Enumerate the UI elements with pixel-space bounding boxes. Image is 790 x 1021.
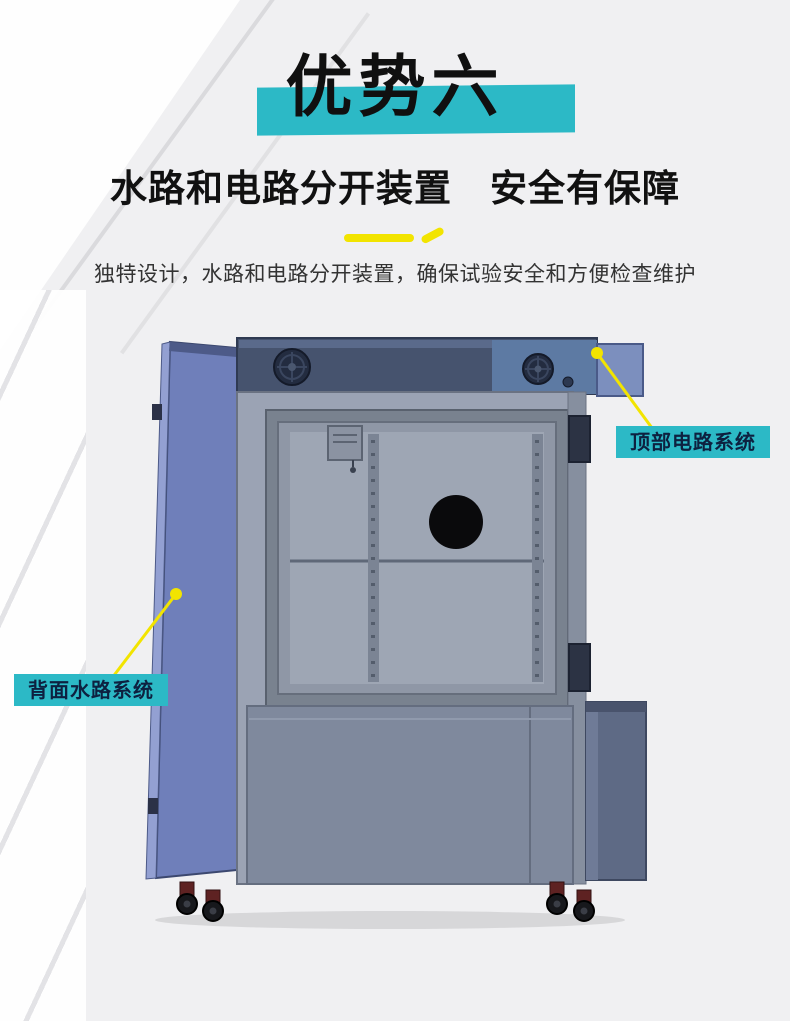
caster-wheel [573, 889, 595, 922]
page-description: 独特设计，水路和电路分开装置，确保试验安全和方便检查维护 [94, 262, 696, 286]
divider-tick-icon [420, 226, 446, 245]
title-block: 优势六 [0, 40, 790, 150]
accent-divider [0, 226, 790, 248]
back-water-panel [145, 340, 238, 880]
divider-bar-icon [344, 234, 414, 242]
test-chamber [265, 409, 569, 707]
callout-label-back-water: 背面水路系统 [14, 674, 168, 706]
fan-icon [522, 353, 574, 388]
bottom-panel [246, 705, 574, 885]
fan-icon [273, 348, 311, 386]
caster-wheel [176, 881, 198, 915]
caster-wheel [546, 881, 568, 915]
sensor-box [327, 425, 363, 473]
background-window-frame [0, 290, 86, 1021]
cable-port-hole [429, 495, 483, 549]
machine-illustration [145, 337, 647, 929]
callout-label-top-circuit: 顶部电路系统 [616, 426, 770, 458]
page-subtitle: 水路和电路分开装置 安全有保障 [110, 167, 680, 210]
caster-wheel [202, 889, 224, 922]
shelf-rack [368, 434, 543, 682]
page-title: 优势六 [285, 48, 505, 126]
machine-shadow [155, 911, 625, 929]
side-condenser-box [585, 701, 647, 881]
top-electric-box [236, 337, 644, 397]
